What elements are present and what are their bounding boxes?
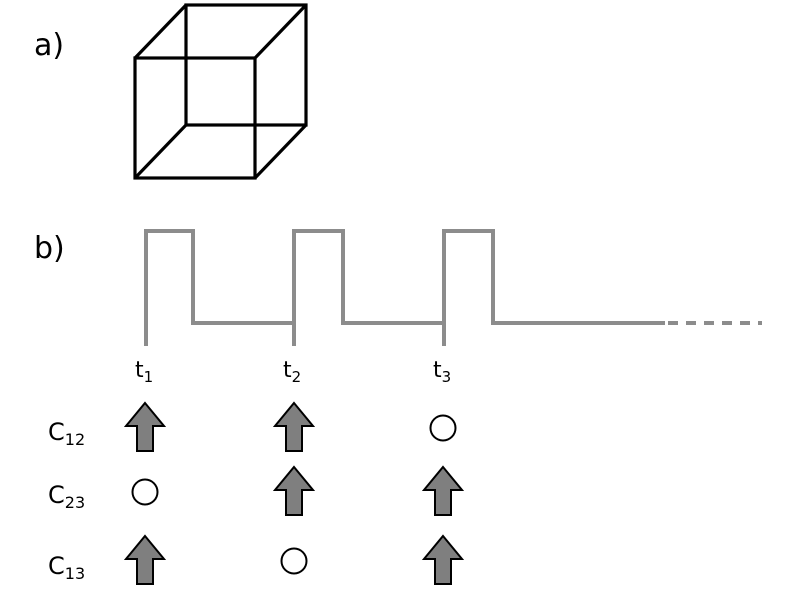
necker-cube: [133, 3, 308, 180]
row-label-c23: C23: [48, 481, 85, 512]
pulse-train: [144, 229, 762, 346]
cube-front-face: [133, 56, 257, 180]
up-arrow-icon: [421, 534, 465, 585]
up-arrow-icon: [421, 465, 465, 516]
cube-edge-bottom-right: [253, 123, 308, 180]
open-circle-icon: [280, 547, 308, 575]
cube-edge-top-left: [133, 3, 188, 60]
timepoint-label-3: t3: [433, 358, 451, 386]
up-arrow-icon: [123, 401, 167, 452]
open-circle-icon: [429, 414, 457, 442]
coupling-marks: [123, 401, 465, 585]
up-arrow-icon: [272, 465, 316, 516]
panel-a-label: a): [34, 28, 64, 63]
up-arrow-icon: [272, 401, 316, 452]
cube-back-face: [184, 3, 308, 127]
row-label-c12: C12: [48, 418, 85, 449]
timepoint-label-2: t2: [283, 358, 301, 386]
cube-edge-top-right: [253, 3, 308, 60]
timepoint-label-1: t1: [135, 358, 153, 386]
pulse-waveform: [144, 229, 665, 345]
up-arrow-icon: [123, 534, 167, 585]
cube-edge-bottom-left: [133, 123, 188, 180]
panel-b-label: b): [34, 231, 65, 266]
open-circle-icon: [131, 478, 159, 506]
row-label-c13: C13: [48, 552, 85, 583]
